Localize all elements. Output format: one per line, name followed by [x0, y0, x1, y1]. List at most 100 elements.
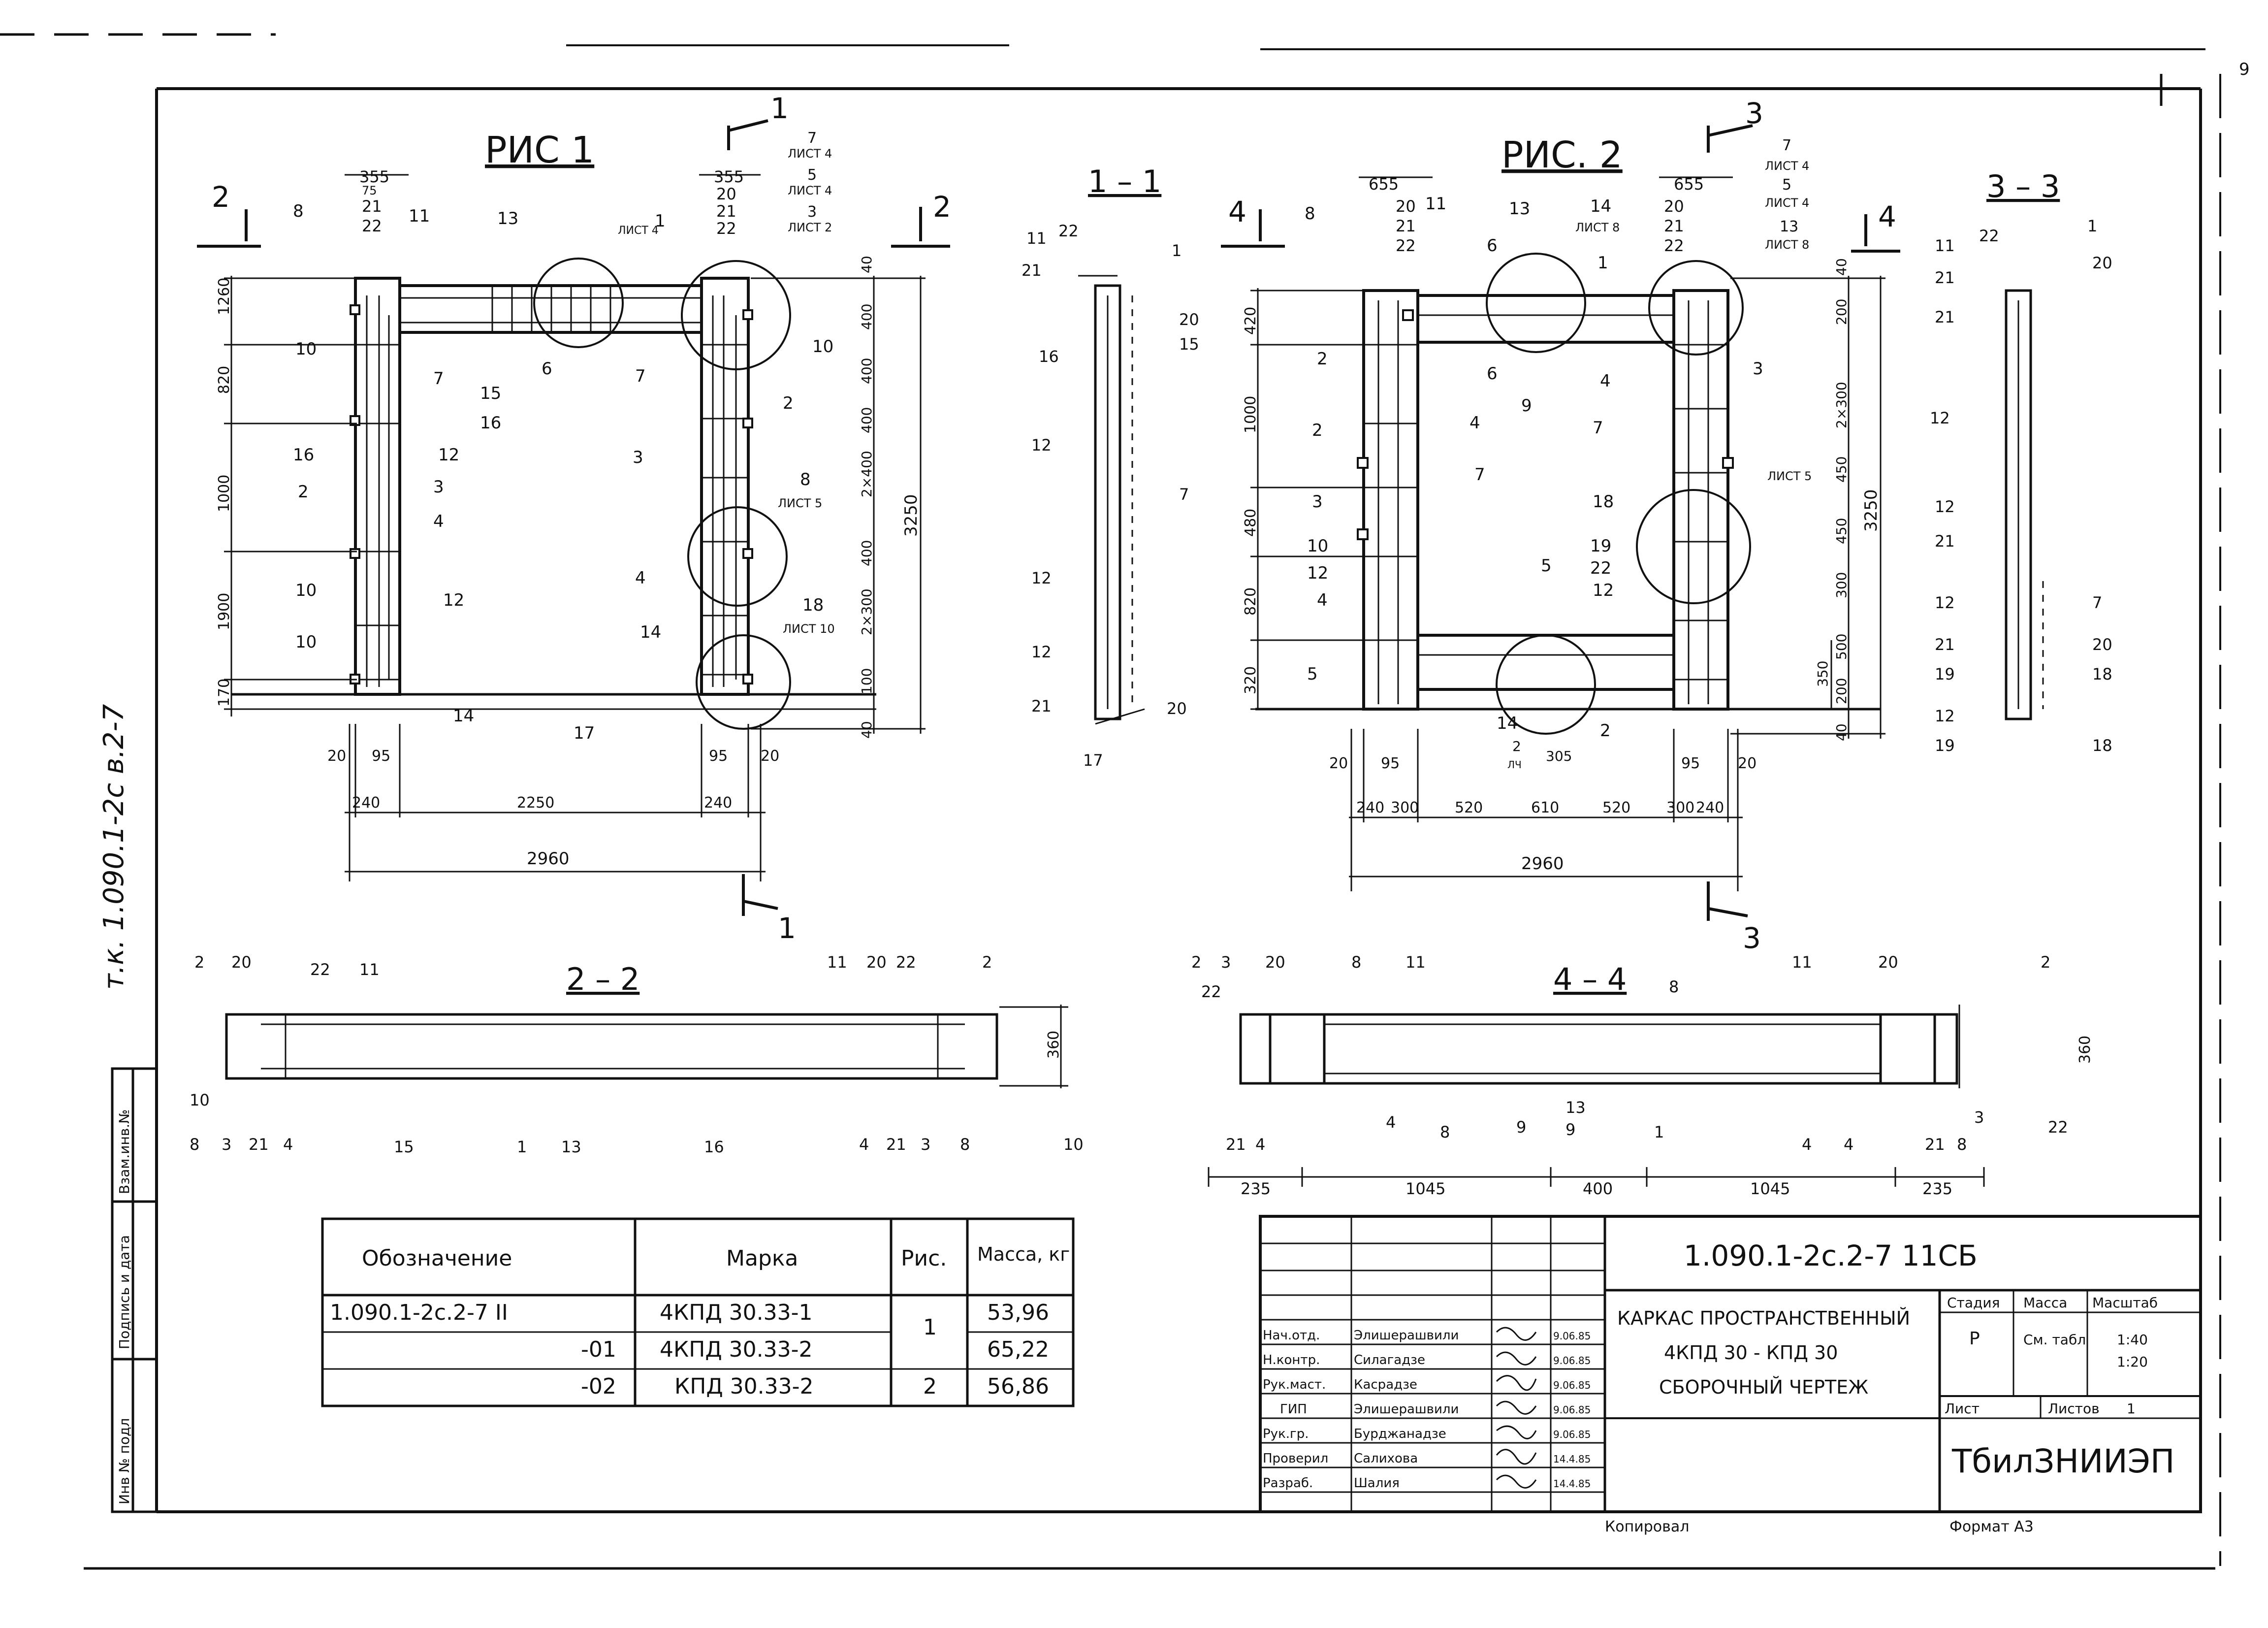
- fig1-total-width: 2960: [527, 849, 570, 869]
- fig1-bd-20-right: 20: [761, 748, 779, 765]
- fig2-dim-22-left: 22: [1396, 236, 1416, 255]
- sec44-pos: 4: [1386, 1113, 1396, 1132]
- fig2-pos: 6: [1487, 236, 1498, 256]
- fig1-callout-7-sheet: ЛИСТ 4: [788, 147, 832, 161]
- fig2-pos: 3: [1753, 359, 1763, 379]
- sec22-pos: 1: [517, 1138, 527, 1156]
- fig1-pos: 8: [293, 201, 304, 221]
- spec-row-designation: 1.090.1-2с.2-7 II: [330, 1300, 508, 1325]
- fig1-rh-40-top: 40: [859, 256, 875, 273]
- sec44-pos: 22: [1201, 982, 1221, 1001]
- fig1-pos: 10: [295, 581, 317, 600]
- fig1-pos: 4: [433, 512, 444, 531]
- fig2-bd-520-left: 520: [1455, 799, 1483, 816]
- sec33-pos: 21: [1935, 635, 1955, 654]
- fig2-dim-21-right: 21: [1664, 217, 1684, 235]
- fig2-left-heights: 420 1000 480 820 320: [1242, 307, 1259, 694]
- sec11-pos: 12: [1031, 643, 1052, 661]
- fig2-pos: 12: [1593, 581, 1614, 600]
- side-stamp: т.к. 1.090.1-2с в.2-7: [98, 704, 130, 990]
- fig1-right-heights: 40 400 400 400 2×400 400 2×300 100 40: [859, 256, 875, 739]
- fig2-callout-7: 7: [1782, 137, 1791, 154]
- sec44-pos: 1: [1654, 1123, 1664, 1141]
- fig2-h-420: 420: [1242, 307, 1259, 335]
- fig2-bd-240-right: 240: [1696, 799, 1724, 816]
- title-block-meta: Стадия Масса Масштаб Р См. табл 1:40 1:2…: [1945, 1295, 2158, 1417]
- sec33-pos: 21: [1935, 532, 1955, 551]
- fig2-dim-2: 2: [1512, 738, 1521, 754]
- copied-label: Копировал: [1605, 1518, 1689, 1535]
- sec22-pos: 22: [310, 960, 330, 979]
- spec-table-headers: Обозначение Марка Рис. Масса, кг: [362, 1243, 1070, 1271]
- sec22-title: 2 – 2: [566, 961, 639, 997]
- spec-row-mass: 56,86: [987, 1374, 1049, 1399]
- sec33-pos: 12: [1930, 409, 1950, 427]
- fig2-pos: 2: [1317, 349, 1328, 369]
- fig1-rh-400-a: 400: [859, 304, 875, 330]
- sec44-bd-235-left: 235: [1241, 1179, 1271, 1198]
- sec33-pos: 1: [2087, 217, 2097, 235]
- fig1-total-height: 3250: [901, 494, 921, 537]
- sec22-pos: 8: [190, 1135, 199, 1154]
- fig1-h-820: 820: [216, 366, 233, 394]
- fig1-pos: 7: [433, 369, 444, 389]
- fig2-dim-20-left: 20: [1396, 197, 1416, 216]
- sec44-labels-top: 2 3 20 8 11 8 11 20 2 22: [1191, 953, 2050, 1001]
- fig2-callout-13-sheet: ЛИСТ 8: [1765, 238, 1809, 252]
- fig2-position-labels: 8 11 13 14 6 1 2 6 4 3 2 9 4 7 7 3 10 12…: [1305, 194, 1763, 741]
- fig2-rh-450-a: 450: [1833, 456, 1850, 483]
- fig1-pos: 16: [293, 445, 314, 465]
- sec11-pos: 20: [1179, 310, 1199, 329]
- fig1-bd-95-left: 95: [372, 748, 390, 765]
- fig2-callout-13: 13: [1780, 218, 1798, 235]
- cut-mark-4-right: 4: [1878, 200, 1896, 233]
- cut-mark-2-left: 2: [212, 180, 230, 214]
- fig1-view: [197, 119, 950, 916]
- role-label: Нач.отд.: [1263, 1328, 1320, 1343]
- scale-header: Масштаб: [2092, 1295, 2158, 1311]
- sec11-pos: 11: [1026, 229, 1047, 248]
- fig1-rh-2x300: 2×300: [859, 588, 875, 635]
- fig1-dim-75: 75: [362, 184, 377, 197]
- spec-row-mark: КПД 30.33-2: [674, 1374, 814, 1399]
- fig1-top-dims-right: 355 20 21 22: [714, 167, 744, 238]
- fig2-top-dims-right: 655 20 21 22: [1664, 175, 1704, 255]
- fig1-position-labels: 8 11 13 1 10 7 15 16 6 10 16 2 3 12 4 12…: [293, 201, 833, 743]
- role-name: Касрадзе: [1354, 1377, 1417, 1392]
- title-block-code: 1.090.1-2с.2-7 11СБ: [1684, 1239, 1978, 1272]
- sec11-view: [1078, 275, 1145, 725]
- sec44-pos: 9: [1565, 1120, 1575, 1139]
- role-name: Силагадзе: [1354, 1353, 1425, 1368]
- fig2-pos: 2: [1312, 421, 1323, 440]
- fig1-dim-355-right: 355: [714, 167, 744, 186]
- role-date: 9.06.85: [1553, 1355, 1591, 1367]
- fig2-pos: 7: [1593, 418, 1603, 438]
- fig2-dim-655-left: 655: [1369, 175, 1399, 194]
- sec44-pos: 8: [1669, 977, 1679, 996]
- role-name: Салихова: [1354, 1451, 1418, 1466]
- sec33-pos: 11: [1935, 236, 1955, 255]
- signatures: [1496, 1327, 1537, 1489]
- spec-row-designation: -01: [581, 1337, 616, 1362]
- sec22-pos: 15: [394, 1138, 414, 1156]
- sec22-pos: 21: [886, 1135, 906, 1154]
- sec33-pos: 21: [1935, 268, 1955, 287]
- sec44-pos: 22: [2048, 1118, 2068, 1137]
- title-line-3: СБОРОЧНЫЙ ЧЕРТЕЖ: [1659, 1376, 1868, 1398]
- sec44-pos: 4: [1802, 1135, 1812, 1154]
- sec11-pos: 16: [1039, 347, 1059, 366]
- fig2-rh-2x300: 2×300: [1833, 382, 1850, 428]
- sec22-pos: 4: [283, 1135, 293, 1154]
- fig2-pos: 4: [1317, 590, 1328, 610]
- sec44-pos: 8: [1957, 1135, 1967, 1154]
- fig1-callout-7: 7: [807, 130, 817, 147]
- sec44-pos: 21: [1925, 1135, 1945, 1154]
- fig2-dim-22-right: 22: [1664, 236, 1684, 255]
- fig1-pos: 2: [298, 482, 309, 502]
- fig1-detail-18-sheet: ЛИСТ 10: [783, 622, 835, 636]
- role-name: Шалия: [1354, 1476, 1400, 1491]
- sec44-pos: 4: [1844, 1135, 1853, 1154]
- sec22-pos: 3: [222, 1135, 231, 1154]
- role-label: Проверил: [1263, 1451, 1328, 1466]
- fig1-detail-13-sheet: ЛИСТ 4: [618, 225, 659, 237]
